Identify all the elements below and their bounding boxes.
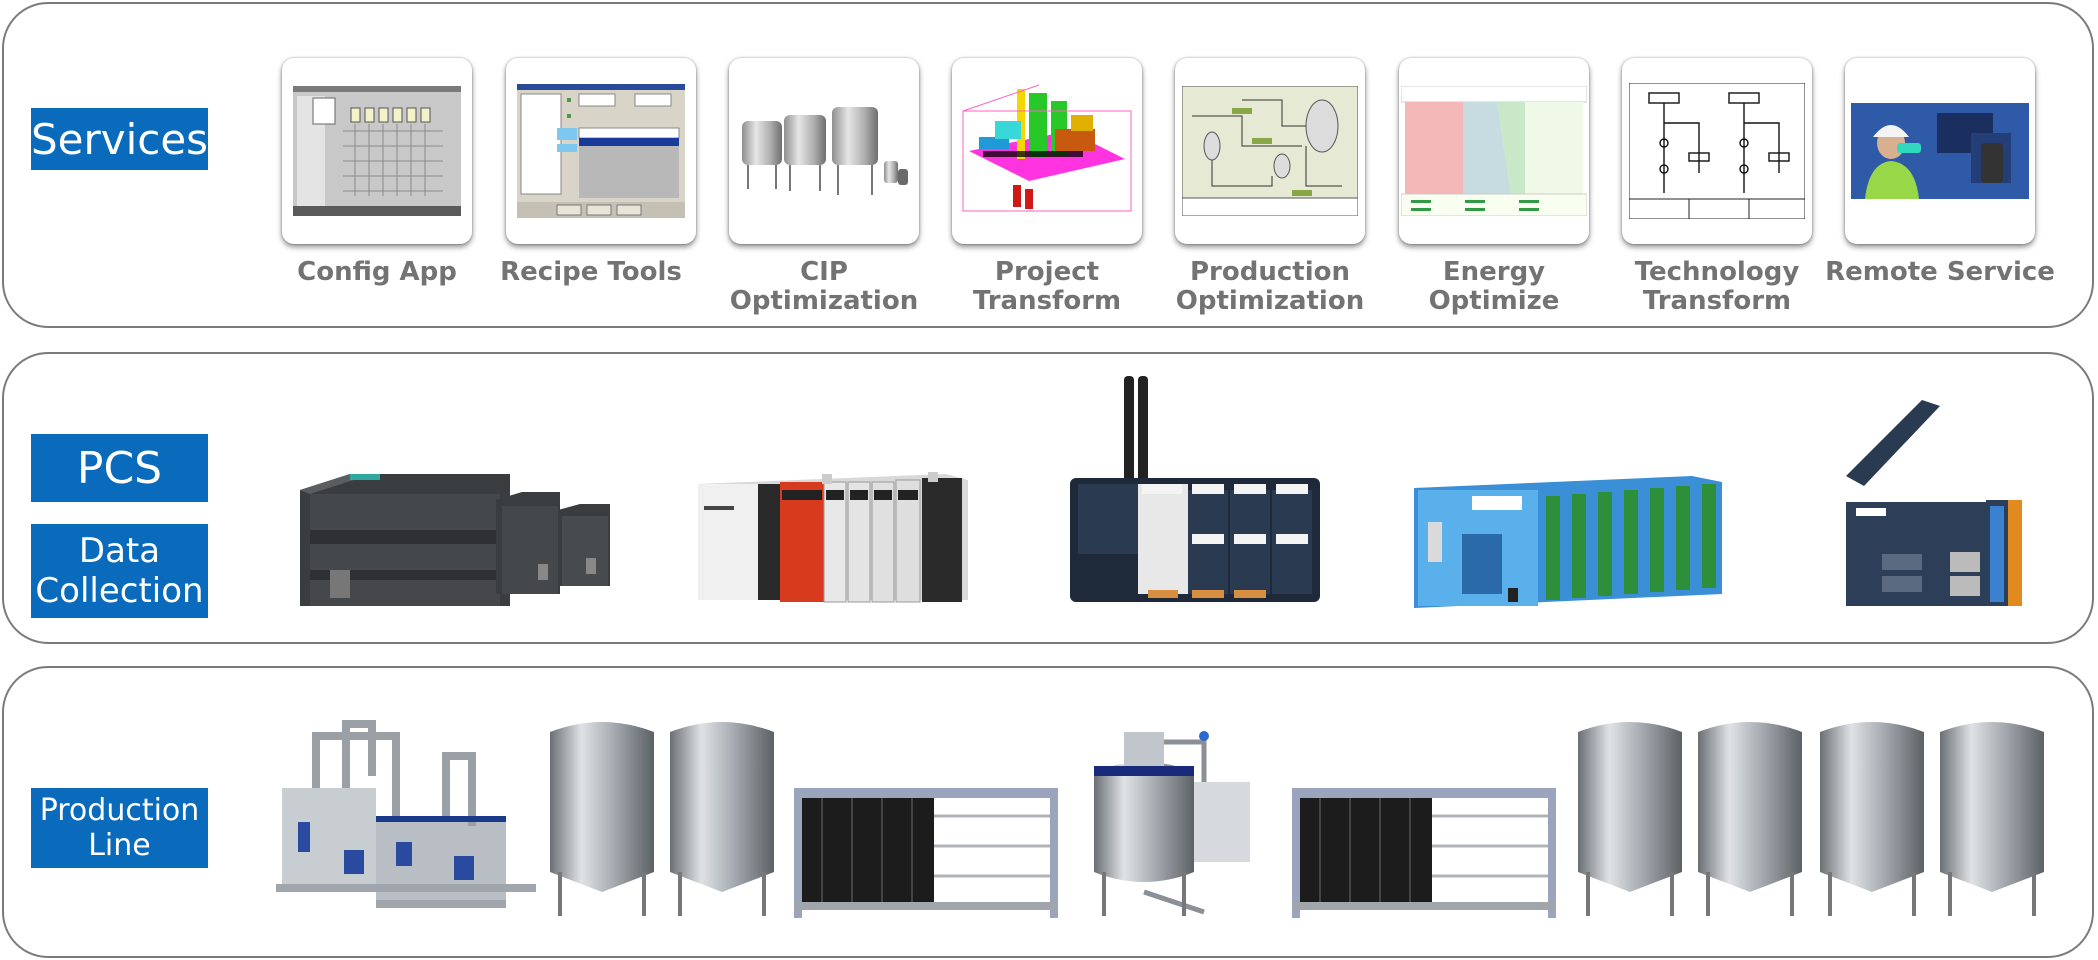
allen-bradley-plc-icon <box>698 472 968 603</box>
mixer-tank-icon <box>1094 731 1250 916</box>
recipe-table-screenshot-icon <box>517 84 685 218</box>
remote-service-caption: Remote Service <box>1825 257 2055 287</box>
technology-transform-caption: Technology Transform <box>1634 257 1800 316</box>
storage-tank-pair-icon <box>1578 722 1802 916</box>
recipe-tools-caption: Recipe Tools <box>500 257 682 287</box>
energy-optimize-caption: Energy Optimize <box>1428 257 1560 316</box>
cip-optimization-caption: CIP Optimization <box>729 257 919 316</box>
storage-tank-pair-icon <box>550 722 774 916</box>
plate-heat-exchanger-icon <box>1292 788 1556 918</box>
hmi-config-screenshot-icon <box>293 86 461 216</box>
project-transform-caption: Project Transform <box>972 257 1122 316</box>
pump-skid-icon <box>276 720 536 908</box>
process-diagram-image-icon <box>1182 86 1358 216</box>
data-collection-label: Data Collection <box>31 524 208 618</box>
production-optimization-card[interactable] <box>1175 58 1365 244</box>
iot-gateway-icon <box>1846 400 2022 606</box>
plate-heat-exchanger-icon <box>794 788 1058 918</box>
services-label: Services <box>31 108 208 170</box>
3d-plant-model-image-icon <box>962 84 1132 212</box>
config-app-caption: Config App <box>297 257 457 287</box>
production-optimization-caption: Production Optimization <box>1175 257 1365 316</box>
schematic-drawing-image-icon <box>1629 83 1805 219</box>
technology-transform-card[interactable] <box>1622 58 1812 244</box>
cip-tanks-image-icon <box>742 107 908 195</box>
config-app-card[interactable] <box>282 58 472 244</box>
siemens-plc-icon <box>300 474 610 606</box>
recipe-tools-card[interactable] <box>506 58 696 244</box>
adam-io-module-icon <box>1414 476 1722 608</box>
wireless-io-controller-icon <box>1070 376 1320 602</box>
energy-chart-image-icon <box>1401 86 1587 216</box>
production-line-label: Production Line <box>31 788 208 868</box>
cip-optimization-card[interactable] <box>729 58 919 244</box>
project-transform-card[interactable] <box>952 58 1142 244</box>
pcs-label: PCS <box>31 434 208 502</box>
remote-service-card[interactable] <box>1845 58 2035 244</box>
energy-optimize-card[interactable] <box>1399 58 1589 244</box>
storage-tank-pair-icon <box>1820 722 2044 916</box>
remote-engineer-photo-icon <box>1851 103 2029 199</box>
